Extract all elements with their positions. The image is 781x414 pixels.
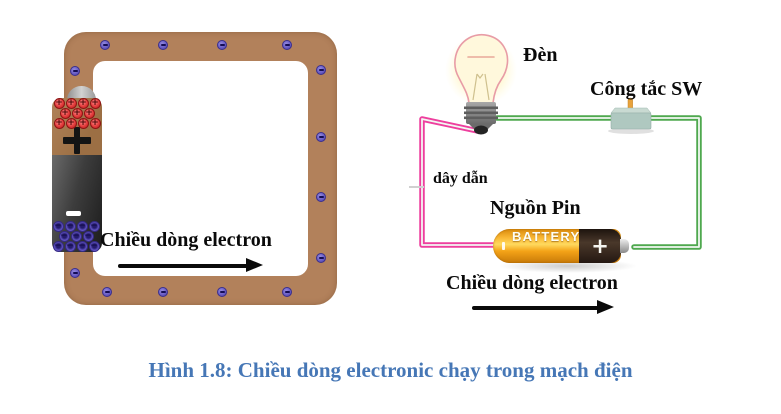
negative-charge-icon: − (64, 241, 76, 252)
right-flow-label: Chiều dòng electron (446, 272, 618, 294)
electron-dot-icon (70, 268, 80, 278)
electron-dot-icon (70, 66, 80, 76)
copper-loop-inner (93, 61, 308, 276)
left-flow-label: Chiều dòng electron (100, 229, 272, 251)
wire-label-tick (409, 186, 424, 188)
positive-charge-icon: + (77, 98, 89, 109)
wire-label: dây dẫn (433, 170, 488, 187)
negative-charge-icon: − (64, 221, 76, 232)
negative-charge-icon: − (70, 231, 82, 242)
positive-charge-icon: + (71, 108, 83, 119)
positive-charge-icon: + (53, 98, 65, 109)
electron-dot-icon (282, 40, 292, 50)
electron-dot-icon (282, 287, 292, 297)
switch-body (610, 112, 652, 130)
electron-dot-icon (316, 192, 326, 202)
arrow-head (597, 300, 614, 314)
negative-charge-icon: − (58, 231, 70, 242)
negative-charge-icon: − (76, 221, 88, 232)
electron-dot-icon (158, 40, 168, 50)
minus-terminal-icon (66, 211, 81, 216)
electron-dot-icon (316, 253, 326, 263)
electron-dot-icon (158, 287, 168, 297)
arrow-shaft (472, 305, 601, 310)
battery-source-label: Nguồn Pin (490, 197, 581, 219)
battery-highlight (502, 242, 505, 250)
positive-charge-icon: + (65, 118, 77, 129)
bulb-contact-tip (474, 125, 488, 135)
positive-charge-icon: + (89, 98, 101, 109)
switch-icon (608, 97, 654, 134)
positive-charge-icon: + (77, 118, 89, 129)
electron-dot-icon (217, 287, 227, 297)
negative-charge-icon: − (52, 221, 64, 232)
battery-tip (620, 239, 629, 253)
green-wire (494, 115, 702, 250)
light-bulb-icon (454, 34, 509, 135)
electron-dot-icon (100, 40, 110, 50)
right-flow-arrow-icon (472, 300, 614, 315)
pink-wire (419, 116, 496, 248)
positive-charge-icon: + (59, 108, 71, 119)
electron-dot-icon (316, 132, 326, 142)
electron-dot-icon (102, 287, 112, 297)
figure-caption: Hình 1.8: Chiều dòng electronic chạy tro… (148, 358, 633, 382)
copper-loop (64, 32, 337, 305)
electron-dot-icon (217, 40, 227, 50)
negative-charge-icon: − (52, 241, 64, 252)
negative-charges-cluster: −−−−−−−−−−− (50, 221, 102, 252)
negative-charge-icon: − (76, 241, 88, 252)
arrow-head (246, 258, 263, 272)
plus-terminal-icon (73, 126, 81, 154)
positive-charge-icon: + (65, 98, 77, 109)
right-battery-icon: BATTERY + (493, 229, 634, 263)
positive-charge-icon: + (89, 118, 101, 129)
negative-charge-icon: − (88, 221, 100, 232)
negative-charge-icon: − (82, 231, 94, 242)
bulb-label: Đèn (523, 44, 558, 66)
battery-brand-text: BATTERY (512, 229, 581, 244)
left-flow-arrow-icon (118, 258, 263, 273)
positive-charge-icon: + (83, 108, 95, 119)
electron-dot-icon (316, 65, 326, 75)
positive-charge-icon: + (53, 118, 65, 129)
positive-charges-cluster: +++++++++++ (52, 98, 102, 129)
arrow-shaft (118, 263, 250, 268)
switch-label: Công tắc SW (590, 78, 703, 100)
negative-charge-icon: − (88, 241, 100, 252)
battery-positive-end: + (579, 229, 621, 263)
